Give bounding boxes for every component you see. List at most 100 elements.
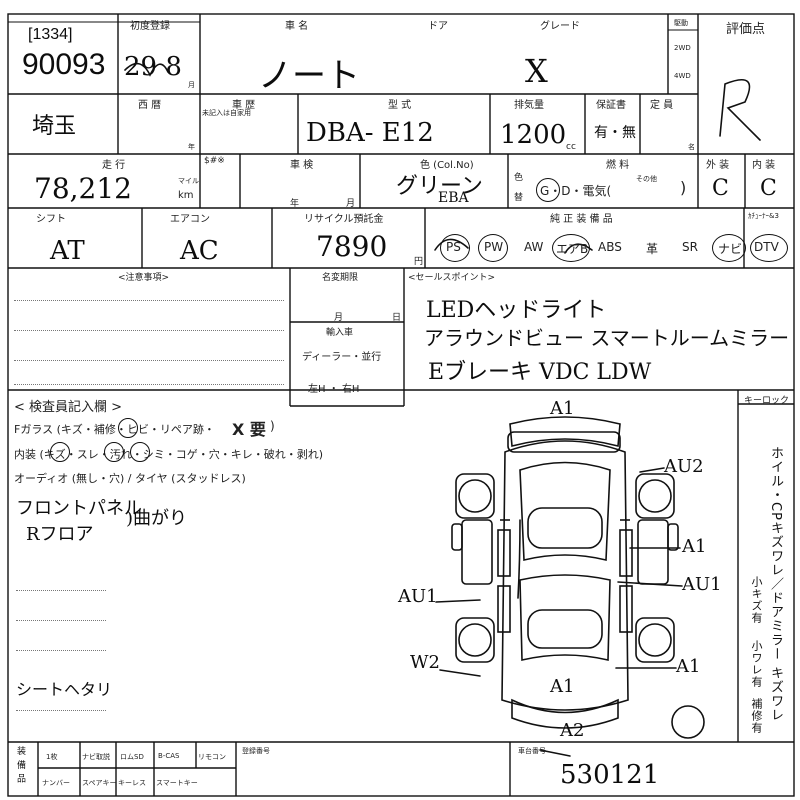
- sales-point-3: Eブレーキ VDC LDW: [428, 360, 652, 385]
- footer-item-1: 1枚: [46, 753, 58, 761]
- reg-number-label: 登録番号: [242, 747, 270, 755]
- circle-airbag: [552, 234, 590, 262]
- footer-item-keyless: キーレス: [118, 779, 146, 787]
- katashiki-value: DBA- E12: [306, 118, 434, 148]
- eval-label: 評価点: [726, 22, 766, 37]
- warranty-label: 保証書: [596, 100, 626, 111]
- footer-item-spare: スペアキー: [82, 779, 117, 787]
- damage-mark-fr-fender: AU2: [664, 456, 704, 477]
- side-wheel-text: ホイル・CPキズワレ／ドアミラー キズワレ: [768, 446, 783, 723]
- aircon-value: AC: [180, 236, 219, 266]
- door-label: ドア: [428, 21, 448, 32]
- keylock-label: キーロック: [744, 396, 790, 406]
- chassis-label: 車台番号: [518, 747, 546, 755]
- shift-label: シフト: [36, 214, 66, 225]
- drive-2wd: 2WD: [674, 44, 691, 52]
- meigi-label: 名変期限: [322, 273, 359, 283]
- circle-fuel-g: [536, 178, 560, 202]
- car-name-value: ノート: [258, 56, 360, 96]
- color-no: EBA: [438, 190, 469, 206]
- side-small-1: 小キズ有: [750, 576, 763, 624]
- fuel-other: その他: [636, 175, 657, 183]
- shaki-label: 車 歴: [232, 100, 256, 111]
- inspector-title: < 検査員記入欄 >: [14, 400, 123, 415]
- import-label: 輸入車: [326, 328, 354, 338]
- katashiki-label: 型 式: [388, 100, 412, 111]
- aircon-label: エアコン: [170, 214, 210, 225]
- footer-equip-label: 装 備 品: [15, 746, 25, 784]
- equip-aw: AW: [524, 240, 544, 254]
- circle-int-yogore: [104, 442, 124, 462]
- interior-line: 内装 (キズ・スレ・汚れ・シミ・コゲ・穴・キレ・破れ・剥れ): [14, 448, 324, 461]
- glass-mark: X 要: [232, 420, 266, 439]
- displacement-label: 排気量: [514, 100, 544, 111]
- audio-line: オーディオ (無し・穴) / タイヤ (スタッドレス): [14, 472, 246, 485]
- sales-point-1: LEDヘッドライト: [426, 298, 607, 323]
- meigi-month: 月: [334, 313, 344, 323]
- footer-item-remote: リモコン: [198, 753, 226, 761]
- eval-value: R: [744, 60, 745, 61]
- glass-close: ): [270, 419, 275, 433]
- sales-point-2: アラウンドビュー スマートルームミラー: [424, 326, 790, 350]
- glass-line: Fガラス (キズ・補修・ヒビ・リペア跡・: [14, 423, 215, 436]
- shaken-month: 月: [346, 199, 356, 209]
- displacement-value: 1200: [500, 120, 567, 150]
- km-unit: km: [178, 190, 194, 201]
- side-small-3: 補修有: [750, 698, 763, 734]
- footer-item-navi: ナビ取説: [82, 753, 110, 761]
- color-change-2: 替: [514, 193, 524, 203]
- caution-label: <注意事項>: [118, 273, 170, 283]
- mile-unit: マイル: [178, 177, 199, 185]
- mileage-value: 78,212: [34, 172, 132, 205]
- car-name-label: 車 名: [285, 21, 309, 32]
- fuel-close: ): [680, 178, 687, 197]
- damage-mark-r-rear: A1: [676, 656, 701, 677]
- equip-label: 純 正 装 備 品: [550, 214, 613, 225]
- hw-note-magari: )曲がり: [126, 508, 188, 529]
- damage-mark-rear-bumper: A2: [560, 720, 585, 741]
- color-change-1: 色: [514, 173, 524, 183]
- hw-eval-r: [719, 79, 761, 141]
- damage-mark-r-door-2: AU1: [682, 574, 722, 595]
- warranty-value: 有・無: [594, 124, 636, 140]
- circle-navi: [712, 234, 746, 262]
- footer-item-smartkey: スマートキー: [156, 779, 198, 787]
- shift-value: AT: [50, 236, 85, 266]
- damage-mark-front: A1: [550, 398, 575, 419]
- drive-label: 駆動: [674, 19, 688, 27]
- mileage-label: 走 行: [102, 160, 126, 171]
- exterior-label: 外 装: [706, 160, 730, 171]
- handle-label: 左H ・ 右H: [308, 384, 360, 395]
- lot-number: 90093: [22, 48, 106, 81]
- capacity-unit: 名: [688, 143, 695, 151]
- lot-bracket: [1334]: [28, 26, 73, 43]
- sh-label: $#※: [204, 156, 225, 166]
- footer-item-bcas: B-CAS: [158, 752, 180, 760]
- damage-mark-r-door: A1: [682, 536, 707, 557]
- footer-item-number: ナンバー: [42, 779, 70, 787]
- shaken-year: 年: [290, 199, 300, 209]
- recycle-label: リサイクル預託金: [304, 214, 384, 225]
- hw-note-front-panel: フロントパネル: [16, 498, 142, 519]
- shaki-sub: 未記入は自家用: [202, 109, 251, 117]
- shaken-label: 車 検: [290, 160, 314, 171]
- exterior-value: C: [712, 176, 729, 201]
- drive-4wd: 4WD: [674, 72, 691, 80]
- circle-dtv: [750, 234, 788, 262]
- dealer-label: ディーラー・並行: [302, 352, 382, 363]
- circle-int-shimi: [130, 442, 150, 462]
- hw-note-rfloor: Rフロア: [26, 524, 94, 545]
- equip-leather: 革: [646, 242, 659, 256]
- circle-int-kizu: [50, 442, 70, 462]
- interior-label: 内 装: [752, 160, 776, 171]
- equip-sr: SR: [682, 240, 698, 254]
- damage-mark-rear: A1: [550, 676, 575, 697]
- capacity-label: 定 員: [650, 100, 674, 111]
- damage-mark-l-rear: W2: [410, 652, 440, 673]
- interior-value: C: [760, 176, 777, 201]
- tuner-label: ｶﾁｭｰﾅｰ&3: [748, 212, 779, 220]
- footer-item-rom: ロムSD: [120, 753, 144, 761]
- car-damage-diagram: [451, 416, 705, 739]
- yen-unit: 円: [414, 257, 424, 267]
